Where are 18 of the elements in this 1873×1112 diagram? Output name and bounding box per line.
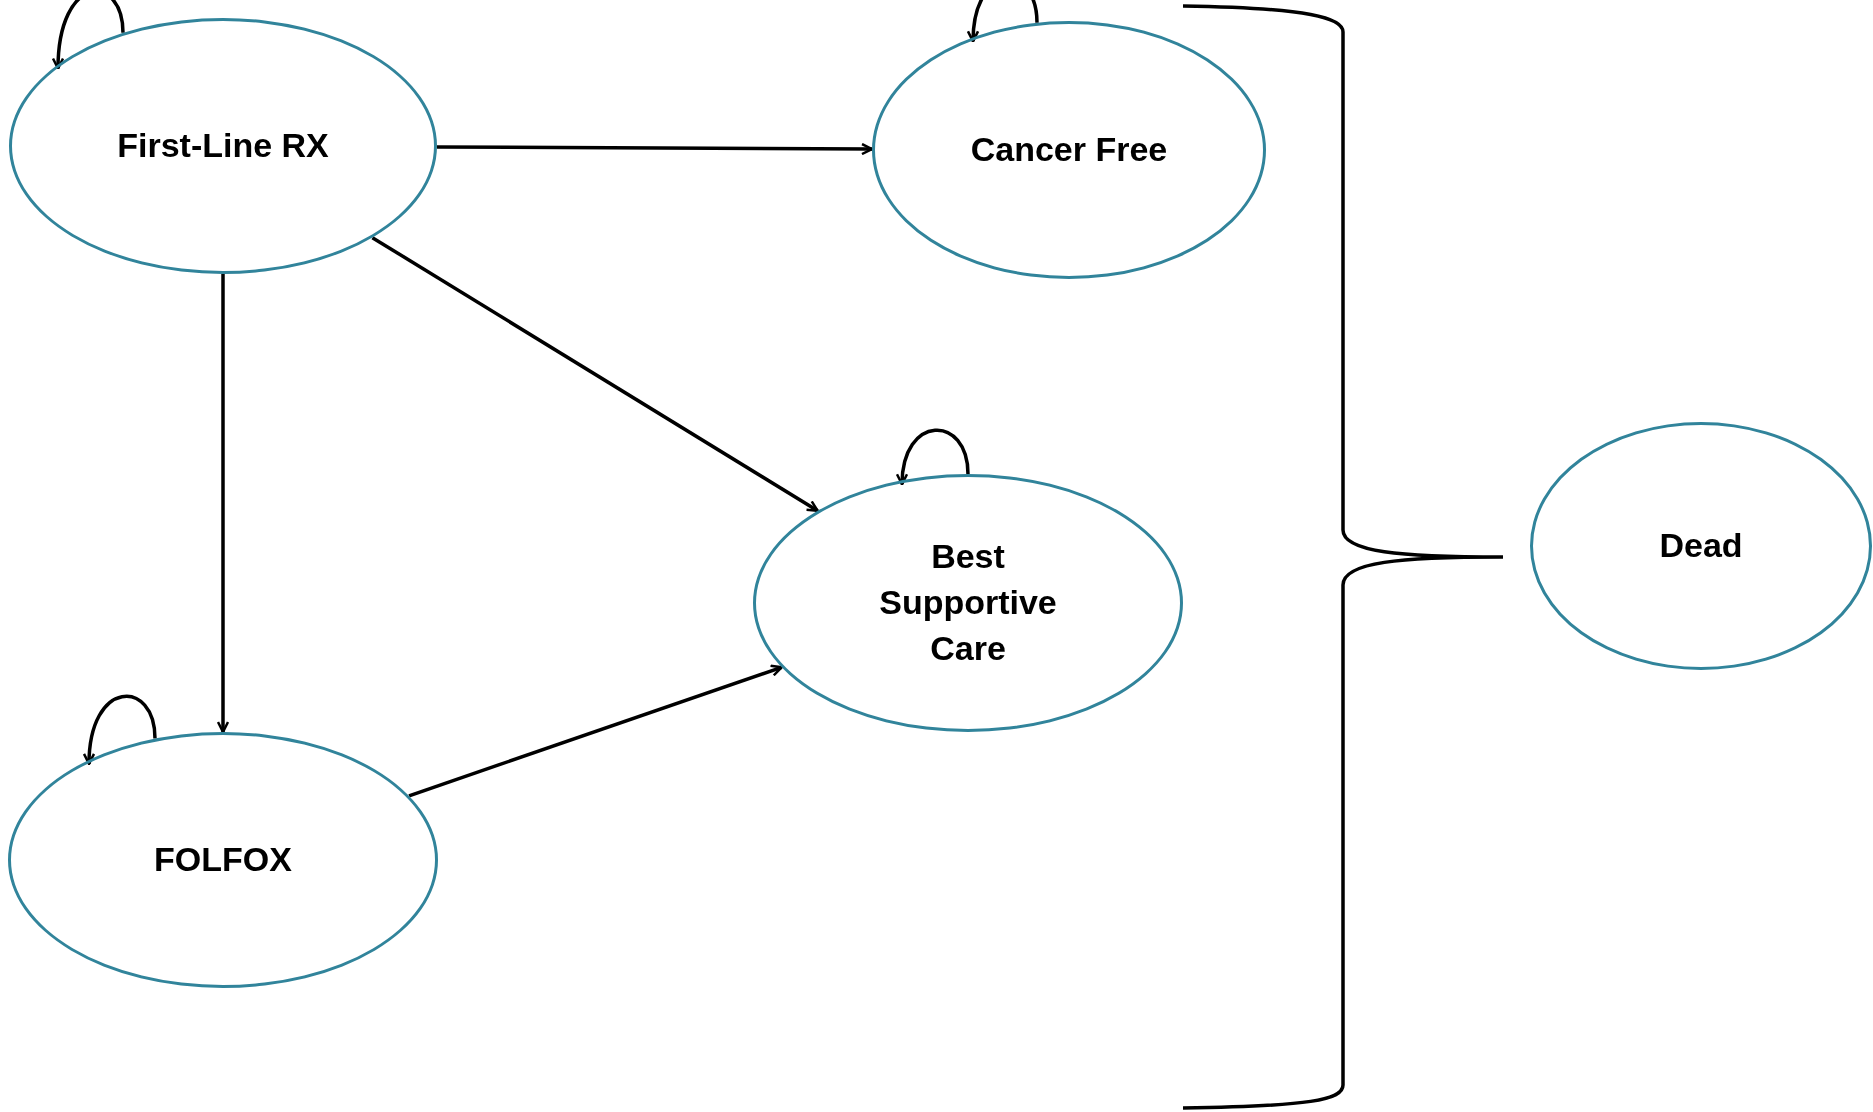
arrow xyxy=(437,142,874,156)
state-label: Cancer Free xyxy=(970,129,1168,171)
self-loop-arrow xyxy=(52,0,125,70)
state-label: Best Supportive Care xyxy=(878,536,1058,669)
self-loop-arrow xyxy=(967,0,1039,43)
self-loop-arrow xyxy=(896,428,970,486)
state-ellipse xyxy=(9,18,437,274)
state-ellipse xyxy=(8,732,438,988)
state-ellipse xyxy=(872,21,1266,279)
arrow xyxy=(408,664,783,798)
arrow xyxy=(216,274,230,734)
state-ellipse xyxy=(753,474,1183,732)
state-label: FOLFOX xyxy=(154,839,292,881)
state-ellipse xyxy=(1530,422,1872,670)
arrow xyxy=(371,236,819,513)
state-label: First-Line RX xyxy=(117,125,329,167)
state-label: Dead xyxy=(1659,525,1743,567)
self-loop-arrow xyxy=(83,694,157,766)
